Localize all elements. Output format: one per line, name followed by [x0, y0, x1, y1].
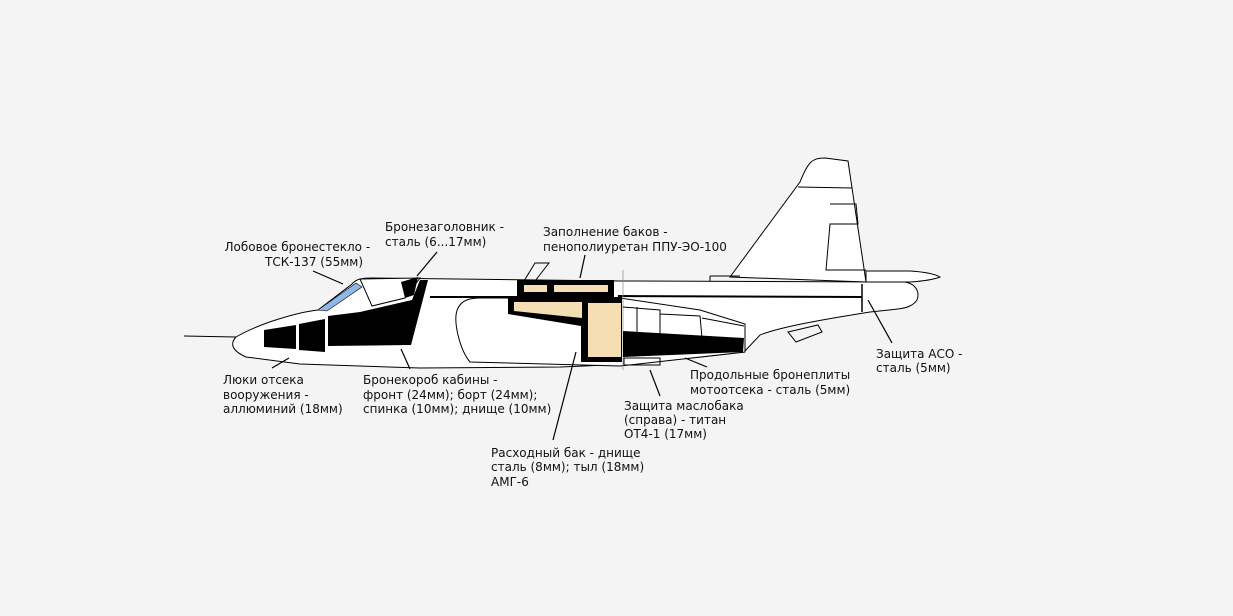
leader-weapon-hatches — [271, 357, 290, 369]
label-tank-filling-line: Заполнение баков - — [543, 225, 668, 239]
label-weapon-hatches-line: Люки отсека — [223, 373, 304, 387]
label-tank-filling: Заполнение баков - пенополиуретан ППУ-ЭО… — [543, 225, 727, 254]
label-windshield-line: ТСК-137 (55мм) — [264, 255, 363, 269]
label-engine-plates-line: Продольные бронеплиты — [690, 368, 850, 382]
label-feed-tank-line: сталь (8мм); тыл (18мм) — [491, 460, 644, 474]
foam-fill-3 — [514, 302, 582, 318]
label-windshield: Лобовое бронестекло - ТСК-137 (55мм) — [224, 240, 374, 269]
label-windshield-line: Лобовое бронестекло - — [224, 240, 370, 254]
fin-line — [797, 186, 853, 189]
label-aso-line: Защита АСО - — [876, 347, 962, 361]
ventral-strake — [787, 324, 823, 343]
label-engine-plates-line: мотоотсека - сталь (5мм) — [690, 383, 850, 397]
label-weapon-hatches-line: аллюминий (18мм) — [223, 402, 343, 416]
leader-headrest — [416, 251, 438, 277]
label-oil-tank-line: Защита маслобака — [624, 399, 744, 413]
label-cockpit-box-line: фронт (24мм); борт (24мм); — [363, 388, 537, 402]
leader-tank-filling — [579, 254, 586, 279]
label-oil-tank-line: ОТ4-1 (17мм) — [624, 427, 707, 441]
label-weapon-hatches-line: вооружения - — [223, 388, 309, 402]
spine-line — [617, 295, 863, 298]
label-feed-tank: Расходный бак - днище сталь (8мм); тыл (… — [491, 446, 648, 489]
label-feed-tank-line: АМГ-6 — [491, 475, 529, 489]
pitot-probe — [183, 335, 237, 338]
engine-ribs — [622, 306, 745, 339]
label-engine-plates: Продольные бронеплиты мотоотсека - сталь… — [690, 368, 854, 397]
label-headrest-line: сталь (6...17мм) — [385, 235, 486, 249]
leader-oil-tank — [649, 369, 661, 397]
oil-tank-box — [623, 357, 661, 366]
label-cockpit-box-line: спинка (10мм); днище (10мм) — [363, 402, 551, 416]
labels: Лобовое бронестекло - ТСК-137 (55мм) Бро… — [223, 220, 966, 489]
leader-feed-tank — [552, 351, 577, 441]
weapon-hatch-front — [264, 325, 296, 349]
label-headrest: Бронезаголовник - сталь (6...17мм) — [385, 220, 508, 249]
antenna — [523, 262, 551, 282]
engine-armor-plates — [623, 331, 744, 357]
armor-elements — [264, 277, 744, 362]
leader-windshield — [312, 270, 344, 285]
label-cockpit-box-line: Бронекороб кабины - — [363, 373, 497, 387]
leader-cockpit-box — [400, 348, 411, 370]
label-oil-tank-line: (справа) - титан — [624, 413, 726, 427]
leader-engine-plates — [684, 357, 708, 368]
foam-fill-2 — [554, 285, 608, 292]
foam-fill-1 — [524, 285, 547, 292]
label-weapon-hatches: Люки отсека вооружения - аллюминий (18мм… — [223, 373, 343, 416]
tail-cone — [865, 270, 942, 283]
windshield-glass — [317, 282, 363, 312]
label-cockpit-box: Бронекороб кабины - фронт (24мм); борт (… — [363, 373, 551, 416]
label-oil-tank: Защита маслобака (справа) - титан ОТ4-1 … — [624, 399, 748, 441]
cockpit-armor-box — [328, 280, 428, 346]
leader-lines — [271, 251, 893, 441]
label-feed-tank-line: Расходный бак - днище — [491, 446, 640, 460]
tail-fin — [729, 157, 867, 283]
label-headrest-line: Бронезаголовник - — [385, 220, 504, 234]
weapon-hatch-rear — [299, 319, 325, 352]
headrest-armor — [401, 277, 418, 298]
rudder — [825, 203, 866, 271]
foam-fill-4 — [588, 303, 621, 357]
leader-aso — [867, 299, 893, 344]
label-aso: Защита АСО - сталь (5мм) — [876, 347, 966, 375]
label-tank-filling-line: пенополиуретан ППУ-ЭО-100 — [543, 240, 727, 254]
label-aso-line: сталь (5мм) — [876, 361, 951, 375]
